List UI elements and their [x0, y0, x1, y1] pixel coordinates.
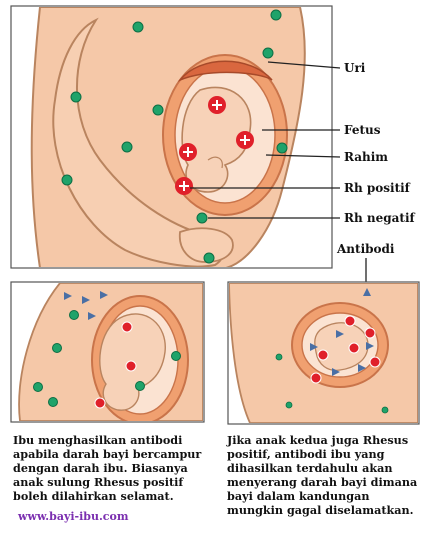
rh-negative-cell — [132, 21, 144, 33]
rh-negative-cell — [381, 406, 389, 414]
antibody — [64, 292, 72, 300]
rh-negative-cell — [196, 212, 208, 224]
rh-positive-cell — [121, 321, 133, 333]
antibody — [88, 312, 96, 320]
rh-positive-cell — [310, 372, 322, 384]
label-womb: Rahim — [344, 150, 388, 164]
rh-negative-cell — [275, 353, 283, 361]
label-fetus: Fetus — [344, 123, 381, 137]
antibodies-left — [64, 291, 108, 320]
rh-positive-cell — [344, 315, 356, 327]
label-antibody: Antibodi — [336, 242, 395, 256]
bottom-right-panel — [227, 281, 420, 425]
antibody — [82, 296, 90, 304]
rh-negative-cells-top — [61, 9, 288, 264]
rh-positive-cell — [175, 177, 193, 195]
mother-hand — [178, 227, 234, 263]
rh-negative-cell — [285, 401, 293, 409]
placenta — [177, 60, 273, 82]
caption-left-line: boleh dilahirkan selamat. — [13, 489, 174, 503]
rh-positive-cell — [179, 143, 197, 161]
antibody — [363, 288, 371, 296]
caption-left-line: anak sulung Rhesus positif — [13, 475, 184, 489]
label-rh-negative: Rh negatif — [344, 211, 416, 225]
rh-negative-cell — [121, 141, 133, 153]
fetus-right — [314, 322, 369, 371]
antibody — [366, 342, 374, 350]
mother-arm — [52, 17, 225, 267]
label-placenta: Uri — [344, 61, 366, 75]
rh-positive-cell — [236, 131, 254, 149]
rh-negative-cell — [203, 252, 215, 264]
antibody — [310, 343, 318, 351]
rh-positive-cell — [317, 349, 329, 361]
caption-right: Jika anak kedua juga Rhesus positif, ant… — [226, 433, 417, 517]
rh-negative-cell — [152, 104, 164, 116]
rh-negative-cell — [270, 9, 282, 21]
caption-right-line: mungkin gagal diselamatkan. — [227, 503, 414, 517]
top-panel — [10, 5, 333, 269]
website-link[interactable]: www.bayi-ibu.com — [17, 510, 129, 523]
label-rh-positive: Rh positif — [344, 181, 411, 195]
rh-negative-cell — [262, 47, 274, 59]
antibody — [332, 368, 340, 376]
bottom-left-panel — [10, 281, 205, 423]
caption-left-line: dengan darah ibu. Biasanya — [13, 461, 188, 475]
rh-negative-cell — [70, 91, 82, 103]
rh-positive-cell — [125, 360, 137, 372]
leader-lines — [190, 61, 367, 298]
rh-negative-cell — [48, 397, 58, 407]
caption-left-line: Ibu menghasilkan antibodi — [13, 433, 182, 447]
womb — [162, 54, 288, 216]
rh-positive-cell — [364, 327, 376, 339]
antibody — [336, 330, 344, 338]
rh-positive-cells-top — [175, 96, 254, 195]
rh-positive-cell — [208, 96, 226, 114]
rh-negative-cell — [33, 382, 43, 392]
rh-positive-cell — [369, 356, 381, 368]
antibodies-right — [310, 288, 374, 376]
rh-negative-cells-right — [275, 353, 389, 414]
rh-negative-cell — [276, 142, 288, 154]
rh-positive-cell — [94, 397, 106, 409]
rh-negative-cell — [61, 174, 73, 186]
caption-left-line: apabila darah bayi bercampur — [13, 447, 202, 461]
rh-negative-cell — [171, 351, 181, 361]
rh-positive-cells-left — [94, 321, 137, 409]
caption-right-line: bayi dalam kandungan — [227, 489, 369, 503]
caption-right-line: dihasilkan terdahulu akan — [227, 461, 392, 475]
rh-positive-cell — [348, 342, 360, 354]
caption-right-line: Jika anak kedua juga Rhesus — [226, 433, 408, 447]
caption-left: Ibu menghasilkan antibodi apabila darah … — [13, 433, 202, 503]
rh-negative-cells-left — [33, 310, 181, 407]
rh-negative-cell — [69, 310, 79, 320]
antibody — [100, 291, 108, 299]
rh-negative-cell — [52, 343, 62, 353]
rh-positive-cells-right — [310, 315, 381, 384]
rh-negative-cell — [135, 381, 145, 391]
antibody — [358, 364, 366, 372]
caption-right-line: positif, antibodi ibu yang — [227, 447, 385, 461]
caption-right-line: menyerang darah bayi dimana — [227, 475, 417, 489]
